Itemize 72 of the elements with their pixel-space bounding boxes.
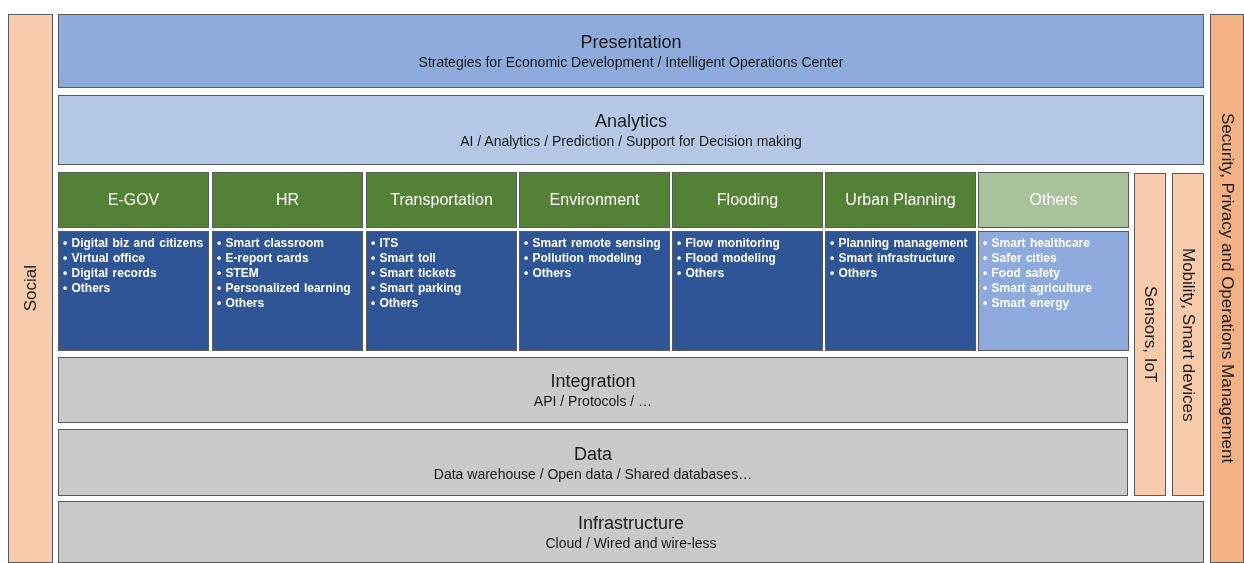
- layer-title: Analytics: [595, 110, 667, 132]
- list-item: • Smart infrastructure: [830, 251, 956, 266]
- domain-title: Transportation: [390, 191, 493, 209]
- layer-title: Integration: [550, 370, 636, 392]
- list-item: • Personalized learning: [217, 281, 352, 296]
- list-item: • ITS: [371, 236, 400, 251]
- list-item: • Smart healthcare: [983, 236, 1091, 251]
- vertical-label: Social: [20, 265, 41, 312]
- domain-title: Urban Planning: [845, 191, 956, 209]
- list-item: • Others: [524, 266, 573, 281]
- domain-title: Flooding: [716, 191, 779, 209]
- layer-description: Strategies for Economic Development / Intelligent Operations Center: [418, 53, 844, 71]
- list-item: • Pollution modeling: [524, 251, 643, 266]
- list-item: • Smart tickets: [371, 266, 457, 281]
- list-item: • Others: [677, 266, 726, 281]
- list-item: • Food safety: [983, 266, 1061, 281]
- layer-band: [58, 357, 1128, 423]
- domain-header: [672, 172, 823, 228]
- domain-title: Others: [1029, 191, 1078, 209]
- domain-title: Environment: [549, 191, 640, 209]
- domain-title: E-GOV: [107, 191, 160, 209]
- domain-list-box: [519, 231, 670, 351]
- layer-title: Presentation: [580, 31, 682, 53]
- list-item: • Smart energy: [983, 296, 1071, 311]
- vertical-bar: [1172, 173, 1204, 496]
- list-item: • Flow monitoring: [677, 236, 781, 251]
- layer-description: AI / Analytics / Prediction / Support for Decision making: [460, 132, 802, 150]
- vertical-bar: [1210, 14, 1244, 563]
- list-item: • Smart agriculture: [983, 281, 1093, 296]
- domain-header: [58, 172, 209, 228]
- list-item: • Safer cities: [983, 251, 1058, 266]
- layer-title: Infrastructure: [577, 512, 684, 534]
- layer-description: API / Protocols / …: [533, 392, 653, 410]
- domain-list-box: [212, 231, 363, 351]
- list-item: • Others: [830, 266, 879, 281]
- list-item: • Digital records: [63, 266, 158, 281]
- domain-list-box: [978, 231, 1129, 351]
- list-item: • Virtual office: [63, 251, 146, 266]
- domain-header: [825, 172, 976, 228]
- domain-list-box: [825, 231, 976, 351]
- vertical-label: Security, Privacy and Operations Management: [1217, 113, 1237, 464]
- list-item: • Flood modeling: [677, 251, 777, 266]
- list-item: • Smart classroom: [217, 236, 325, 251]
- domain-title: HR: [275, 191, 300, 209]
- domain-header: [212, 172, 363, 228]
- layer-title: Data: [574, 442, 612, 465]
- list-item: • Smart toll: [371, 251, 437, 266]
- list-item: • Others: [63, 281, 112, 296]
- vertical-label: Mobility, Smart devices: [1178, 247, 1198, 422]
- domain-list-box: [58, 231, 209, 351]
- vertical-bar: [8, 14, 53, 563]
- domain-header: [366, 172, 517, 228]
- list-item: • Smart parking: [371, 281, 463, 296]
- domain-header: [519, 172, 670, 228]
- layer-band: [58, 95, 1204, 165]
- vertical-label: Sensors, IoT: [1140, 286, 1160, 383]
- list-item: • Smart remote sensing: [524, 236, 662, 251]
- list-item: • Others: [371, 296, 420, 311]
- domain-list-box: [672, 231, 823, 351]
- list-item: • Digital biz and citizens: [63, 236, 204, 251]
- layer-description: Cloud / Wired and wire-less: [545, 534, 717, 552]
- list-item: • STEM: [217, 266, 260, 281]
- list-item: • Others: [217, 296, 266, 311]
- layer-band: [58, 14, 1204, 88]
- layer-band: [58, 429, 1128, 496]
- layer-band: [58, 501, 1204, 563]
- list-item: • Planning management: [830, 236, 969, 251]
- list-item: • E-report cards: [217, 251, 310, 266]
- domain-header: [978, 172, 1129, 228]
- vertical-bar: [1134, 173, 1166, 496]
- domain-list-box: [366, 231, 517, 351]
- layer-description: Data warehouse / Open data / Shared databases…: [433, 464, 753, 483]
